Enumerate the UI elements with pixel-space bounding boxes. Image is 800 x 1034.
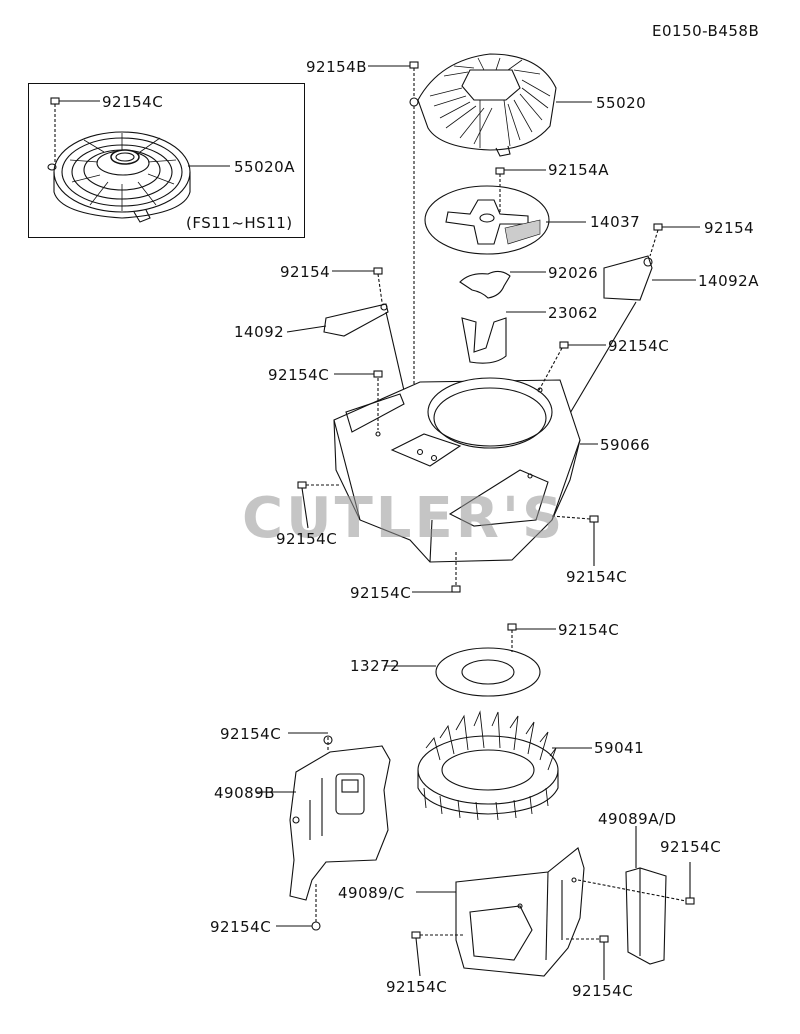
cover-49089b-drawing (256, 732, 391, 931)
plate-49089ad-drawing (577, 826, 695, 965)
label-92154c-plate: 92154C (558, 621, 620, 639)
label-92154c-shroud-left: 92154C (268, 366, 330, 384)
screw-92154b (368, 61, 592, 412)
label-92154c-inset: 92154C (102, 93, 164, 111)
label-49089b: 49089B (214, 784, 276, 802)
inset-note: (FS11~HS11) (186, 214, 293, 232)
label-92154a: 92154A (548, 161, 609, 179)
fan-screen-55020a-drawing (47, 131, 191, 223)
plate-14092-drawing (286, 267, 409, 409)
shroud-screws (297, 341, 606, 593)
label-23062: 23062 (548, 304, 599, 322)
label-49089c: 49089/C (338, 884, 405, 902)
label-92154b: 92154B (306, 58, 368, 76)
label-92154c-shroud-side: 92154C (276, 530, 338, 548)
fan-59041-drawing (417, 710, 592, 821)
label-92154c-shroud-top: 92154C (608, 337, 670, 355)
diagram-code: E0150-B458B (652, 22, 760, 40)
guide-23062-drawing (461, 311, 546, 364)
label-14092a: 14092A (698, 272, 759, 290)
label-92154c-cover-bottom: 92154C (210, 918, 272, 936)
label-92154c-plate-ad: 92154C (660, 838, 722, 856)
label-92154c-lower-right: 92154C (572, 982, 634, 1000)
cover-49089c-drawing (411, 847, 609, 980)
bracket-92026-drawing (459, 270, 546, 299)
label-92154-left: 92154 (280, 263, 331, 281)
label-92154-right: 92154 (704, 219, 755, 237)
label-92154c-shroud-right: 92154C (566, 568, 628, 586)
fan-disc-14037-drawing (424, 167, 586, 255)
label-92154c-cover-top: 92154C (220, 725, 282, 743)
label-92154c-shroud-bottom: 92154C (350, 584, 412, 602)
label-59041: 59041 (594, 739, 645, 757)
label-55020: 55020 (596, 94, 647, 112)
fan-cover-55020-drawing (409, 53, 557, 157)
inset-frame (28, 83, 305, 238)
label-92026: 92026 (548, 264, 599, 282)
label-55020a: 55020A (234, 158, 295, 176)
label-49089ad: 49089A/D (598, 810, 677, 828)
inset-screw-92154c (50, 97, 230, 167)
plate-13272-drawing (384, 623, 556, 697)
label-92154c-lower-left: 92154C (386, 978, 448, 996)
label-14092: 14092 (234, 323, 285, 341)
label-13272: 13272 (350, 657, 401, 675)
watermark: CUTLER'S (242, 486, 566, 551)
blower-housing-59066-drawing (333, 377, 598, 563)
label-14037: 14037 (590, 213, 641, 231)
label-59066: 59066 (600, 436, 651, 454)
